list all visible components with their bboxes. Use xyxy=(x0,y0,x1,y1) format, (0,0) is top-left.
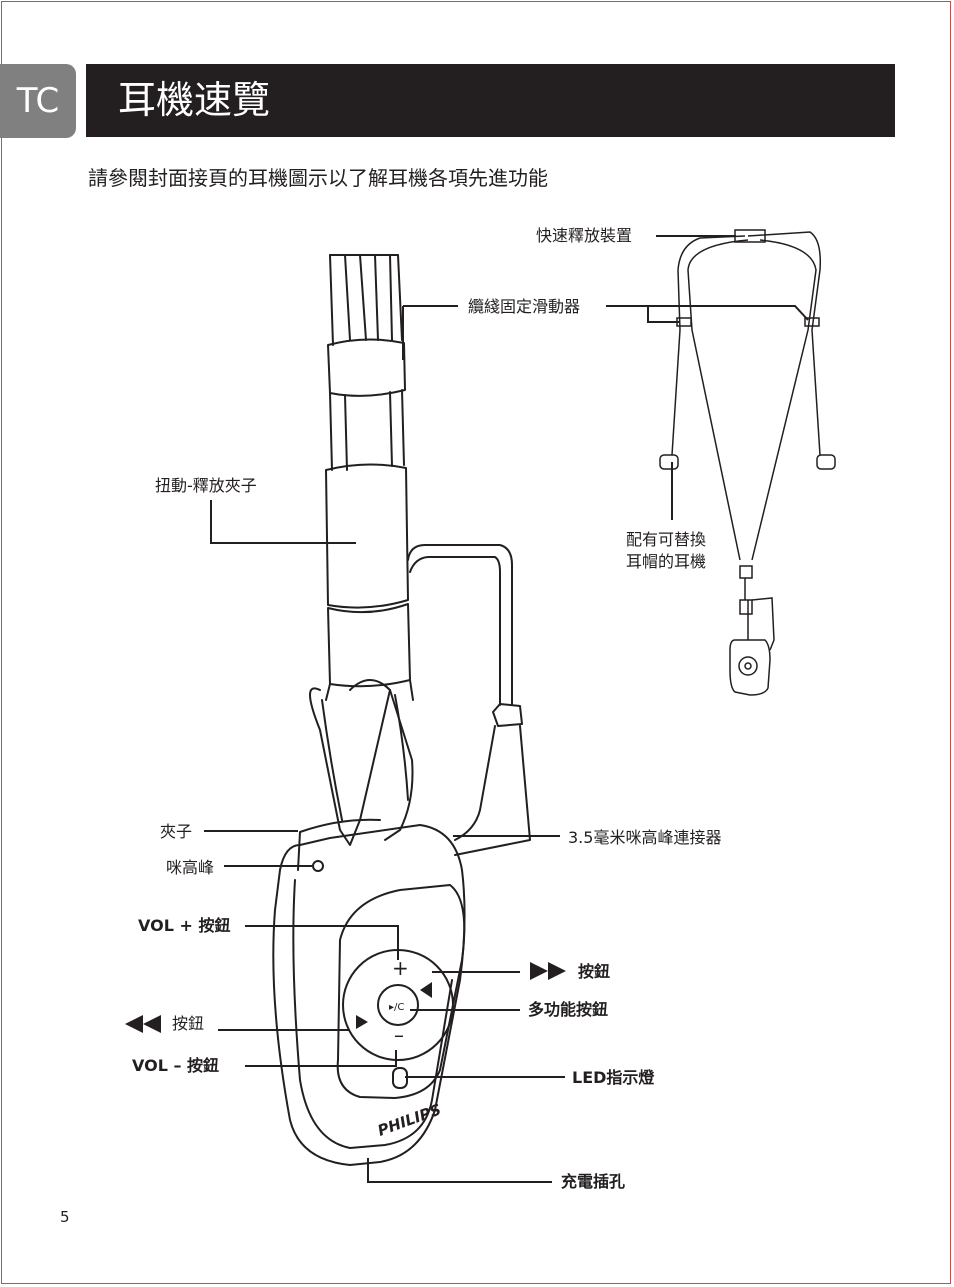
ff-label-icon xyxy=(530,962,548,980)
rew-label-icon xyxy=(125,1015,143,1033)
label-rew-button: 按鈕 xyxy=(172,1014,205,1033)
title-bar xyxy=(86,64,895,137)
label-mic-connector: 3.5毫米咪高峰連接器 xyxy=(568,828,722,847)
intro-text: 請參閱封面接頁的耳機圖示以了解耳機各項先進功能 xyxy=(88,166,548,190)
label-quick-release: 快速釋放裝置 xyxy=(536,226,633,245)
label-vol-up: VOL + 按鈕 xyxy=(138,916,231,935)
label-earphones-line1: 配有可替換 xyxy=(626,530,707,549)
plus-icon: + xyxy=(392,956,409,980)
label-earphones-line2: 耳帽的耳機 xyxy=(626,552,707,571)
ff-icon xyxy=(420,982,432,998)
rew-icon xyxy=(356,1015,368,1029)
label-twist-clip: 扭動-釋放夾子 xyxy=(155,476,257,495)
label-vol-down: VOL – 按鈕 xyxy=(132,1056,220,1075)
label-cable-slider: 纜綫固定滑動器 xyxy=(468,297,581,316)
language-tab: TC xyxy=(0,64,76,138)
clip-icon xyxy=(309,679,414,846)
neck-strap-icon xyxy=(325,254,414,701)
play-icon: ▸/C xyxy=(389,1002,404,1013)
brand-logo: PHILIPS xyxy=(375,1100,443,1140)
minus-icon: – xyxy=(394,1023,404,1047)
label-charge: 充電插孔 xyxy=(561,1172,626,1191)
label-clip: 夾子 xyxy=(160,822,193,841)
mic-cable-icon xyxy=(407,544,531,856)
page-title: 耳機速覽 xyxy=(118,78,271,122)
label-multi-button: 多功能按鈕 xyxy=(528,1000,609,1019)
label-led: LED指示燈 xyxy=(572,1068,655,1087)
mic-icon xyxy=(312,860,324,872)
leader-lines xyxy=(204,235,809,1183)
page-number: 5 xyxy=(60,1208,70,1226)
earphone-set-icon xyxy=(659,229,836,696)
label-mic: 咪高峰 xyxy=(166,858,215,877)
label-ff-button: 按鈕 xyxy=(578,962,611,981)
